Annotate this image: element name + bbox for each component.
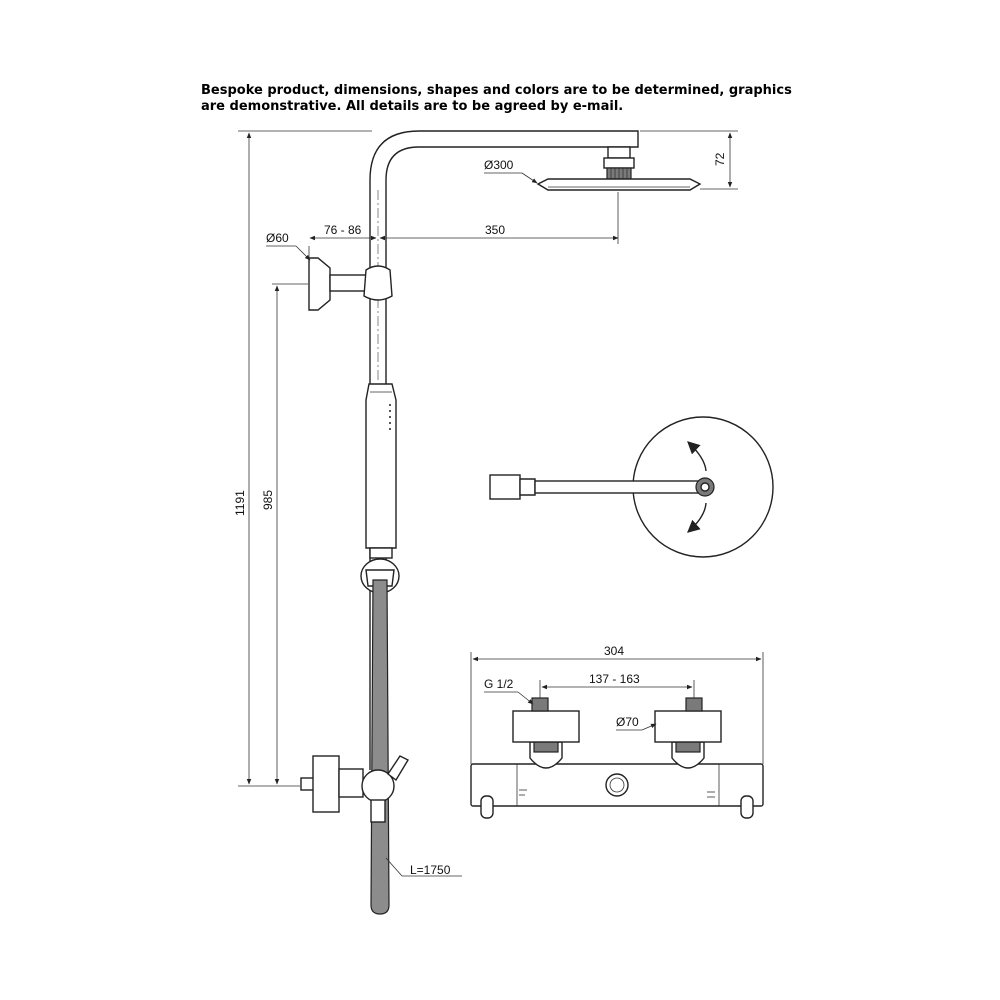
rotate-up-arrow (687, 441, 707, 472)
wall-bracket (308, 257, 393, 311)
rotate-down-arrow (687, 502, 707, 533)
hose-length-label: L=1750 (410, 863, 451, 877)
riser-pipe (369, 130, 639, 770)
spray-nozzles (389, 404, 391, 430)
disclaimer-line-2: are demonstrative. All details are to be… (201, 99, 624, 114)
bracket-diameter-label: Ø60 (266, 231, 289, 245)
thermostatic-mixer-side (300, 755, 409, 823)
disclaimer-line-1: Bespoke product, dimensions, shapes and … (201, 83, 792, 98)
hand-shower (365, 383, 397, 559)
shower-hose (370, 579, 390, 915)
disclaimer-note: Bespoke product, dimensions, shapes and … (201, 83, 801, 115)
arm-length-label: 350 (485, 223, 505, 237)
bracket-height-label: 985 (261, 490, 275, 510)
wall-offset-label: 76 - 86 (324, 223, 362, 237)
head-drop-label: 72 (713, 152, 727, 166)
inlet-spacing-label: 137 - 163 (589, 672, 640, 686)
total-height-label: 1191 (233, 490, 247, 516)
shower-head-top-view (489, 416, 774, 558)
eccentric-diameter-label: Ø70 (616, 715, 639, 729)
head-diameter-label: Ø300 (484, 158, 514, 172)
overhead-shower-head (536, 146, 702, 191)
thermostatic-mixer-front-view (470, 697, 764, 819)
inlet-thread-label: G 1/2 (484, 677, 514, 691)
shower-column-side-view: Ø60 76 - 86 350 1191 985 L=1750 (233, 130, 639, 915)
mixer-width-label: 304 (604, 644, 624, 658)
